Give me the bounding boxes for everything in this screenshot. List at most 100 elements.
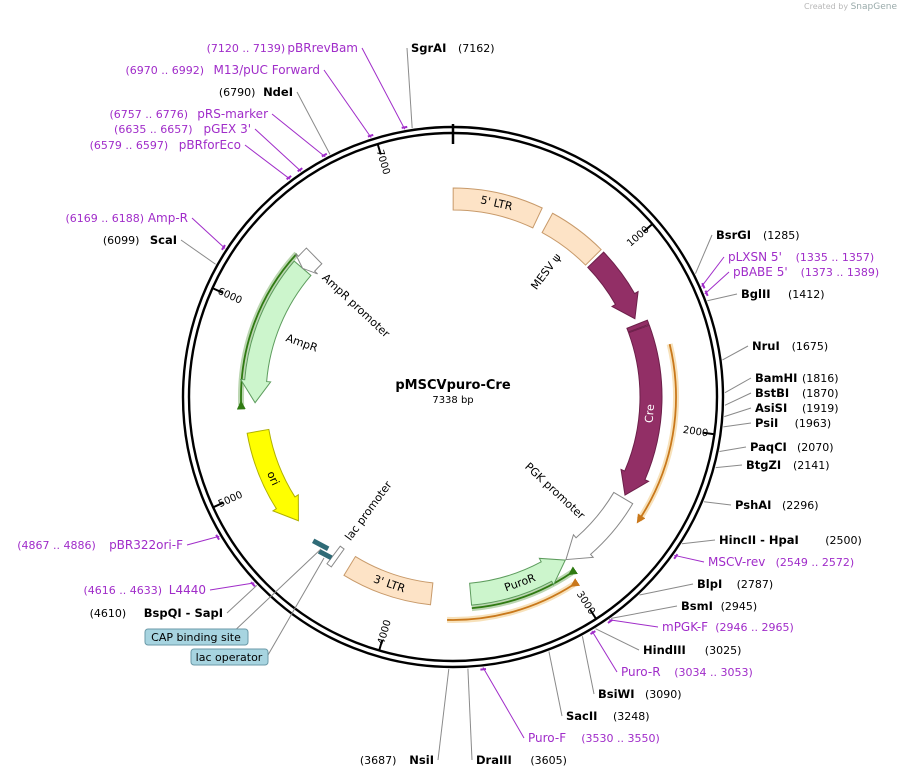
site-coordinates: (6579 .. 6597) (90, 139, 169, 152)
site-name: ScaI (150, 233, 177, 247)
feature-cre: Cre (620, 324, 663, 496)
primer-m13-puc-forward: M13/pUC Forward (6970 .. 6992) (125, 63, 320, 77)
site-labels: SgrAI(7162) pBRrevBam(7120 .. 7139) M13/pU… (17, 41, 879, 767)
primer-pbabe-5-: pBABE 5'(1373 .. 1389) (733, 265, 879, 279)
feature-shape (541, 212, 602, 266)
site-leader-line (226, 585, 258, 614)
site-leader-line (610, 605, 678, 619)
enzyme-bglii: BglII(1412) (741, 287, 825, 301)
feature-shape (565, 491, 634, 561)
feature-3-ltr: 3' LTR (343, 555, 434, 606)
site-name: pGEX 3' (204, 122, 251, 136)
site-coordinates: (1285) (763, 229, 800, 242)
svg-text:CAP binding site: CAP binding site (151, 631, 241, 644)
feature-shape (620, 324, 663, 496)
svg-text:lac operator: lac operator (196, 651, 263, 664)
site-name: PsiI (755, 416, 778, 430)
feature-shape (326, 545, 345, 568)
feature-shape (452, 187, 543, 229)
site-leader-line (639, 583, 694, 596)
enzyme-hincii-hpai: HincII - HpaI(2500) (719, 533, 862, 547)
site-name: PaqCI (750, 440, 787, 454)
site-name: BsiWI (598, 687, 635, 701)
enzyme-paqci: PaqCI(2070) (750, 440, 834, 454)
primer-mark (297, 167, 303, 173)
site-leader-line (722, 345, 749, 361)
site-coordinates: (3530 .. 3550) (581, 732, 660, 745)
site-name: BamHI (755, 371, 797, 385)
primer-mark (367, 133, 374, 138)
feature-ampr-promoter: AmpR promoter (294, 247, 393, 341)
orf-arc (447, 578, 581, 621)
enzyme-sgrai: SgrAI(7162) (411, 41, 495, 55)
site-leader-line (723, 422, 752, 428)
site-coordinates: (1919) (802, 402, 839, 415)
enzyme-scai: ScaI(6099) (103, 233, 177, 247)
ring-tick-label: 4000 (376, 619, 394, 647)
site-leader-line (581, 636, 595, 695)
site-coordinates: (2945) (721, 600, 758, 613)
ring-tick (376, 143, 382, 155)
site-coordinates: (4610) (90, 607, 127, 620)
site-name: HincII - HpaI (719, 533, 799, 547)
site-coordinates: (1816) (802, 372, 839, 385)
feature-pgk-promoter: PGK promoter (522, 460, 634, 561)
cap-lac-glyphs (228, 538, 333, 656)
site-name: M13/pUC Forward (213, 63, 320, 77)
site-leader-line (271, 113, 326, 158)
site-name: pBR322ori-F (109, 538, 183, 552)
site-name: BsmI (681, 599, 713, 613)
site-name: Puro-F (528, 731, 566, 745)
site-leader-line (482, 667, 525, 739)
primer-mark (286, 175, 292, 181)
site-coordinates: (2296) (782, 499, 819, 512)
enzyme-ndei: NdeI(6790) (219, 85, 293, 99)
enzyme-bamhi: BamHI (1816) (755, 371, 839, 385)
site-coordinates: (7120 .. 7139) (207, 42, 286, 55)
orf-arcs (236, 251, 679, 623)
site-leader-line (701, 256, 725, 287)
snapgene-logo: SnapGene (850, 2, 897, 12)
enzyme-btgzi: BtgZI(2141) (746, 458, 830, 472)
site-leader-line (715, 464, 743, 469)
enzyme-sacii: SacII(3248) (566, 709, 650, 723)
site-coordinates: (1963) (795, 417, 832, 430)
site-name: pBRrevBam (287, 41, 358, 55)
primer-mark (589, 630, 596, 635)
orf-arc (471, 566, 578, 610)
feature-shape (587, 251, 639, 320)
primer-puro-r: Puro-R(3034 .. 3053) (621, 665, 753, 679)
site-leader-line (703, 501, 732, 506)
ring-tick (703, 431, 715, 436)
site-coordinates: (2787) (737, 578, 774, 591)
primer-mark (321, 152, 328, 158)
site-leader-line (191, 217, 226, 249)
feature-shape (343, 555, 434, 606)
ring-tick-label: 2000 (682, 425, 709, 439)
site-leader-line (244, 144, 291, 180)
site-coordinates: (2549 .. 2572) (776, 556, 855, 569)
primer-mark (250, 581, 256, 587)
primer-mark (704, 290, 709, 297)
primer-mark (607, 618, 614, 624)
primer-l4440: L4440(4616 .. 4633) (83, 583, 206, 597)
site-name: HindIII (643, 643, 686, 657)
ring-tick-label: 3000 (574, 589, 597, 616)
enzyme-psii: PsiI (1963) (755, 416, 831, 430)
site-leader-line (180, 239, 216, 265)
site-name: NruI (752, 339, 780, 353)
site-leader-line (681, 539, 716, 545)
feature-label: AmpR (284, 331, 320, 354)
primer-mark (221, 244, 226, 251)
site-name: BsrGI (716, 228, 751, 242)
enzyme-hindiii: HindIII(3025) (643, 643, 741, 657)
site-coordinates: (6970 .. 6992) (125, 64, 204, 77)
ring-tick (643, 223, 654, 232)
feature-shape (469, 557, 567, 606)
enzyme-bstbi: BstBI(1870) (755, 386, 839, 400)
site-leader-line (254, 128, 302, 172)
site-leader-line (323, 69, 372, 138)
primer-mark (701, 282, 706, 289)
site-name: pBABE 5' (733, 265, 788, 279)
